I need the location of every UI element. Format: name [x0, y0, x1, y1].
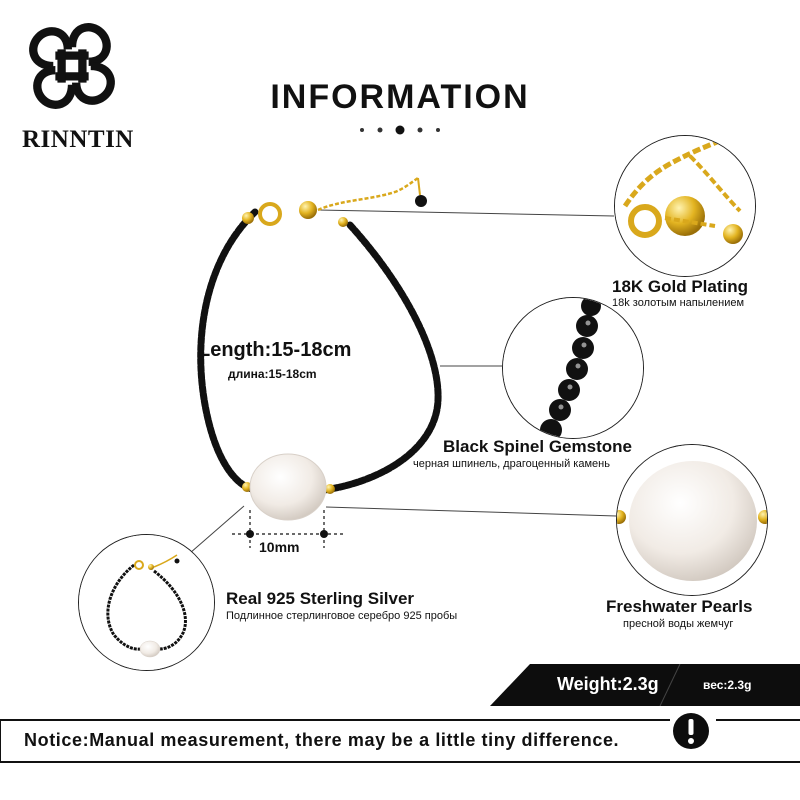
weight-label: Weight:2.3g [557, 674, 659, 694]
sterling-silver-label: Real 925 Sterling Silver [226, 589, 415, 608]
spinel-detail-image [502, 297, 644, 439]
pearl-label: Freshwater Pearls [606, 597, 753, 616]
full-bracelet-image [78, 534, 215, 671]
notice-text: Notice:Manual measurement, there may be … [24, 730, 620, 750]
page-title: INFORMATION [270, 78, 530, 116]
pearl-sublabel: пресной воды жемчуг [623, 618, 734, 630]
sterling-silver-sublabel: Подлинное стерлинговое серебро 925 пробы [226, 610, 458, 622]
brand-name: RINNTIN [22, 126, 134, 153]
exclamation-icon [673, 713, 709, 749]
length-label: Length:15-18cm [198, 339, 352, 361]
pearl-detail-image [616, 444, 768, 596]
brand-logo-icon [29, 23, 115, 109]
spinel-label: Black Spinel Gemstone [443, 437, 632, 456]
pearl-size-label: 10mm [259, 539, 300, 555]
notice-frame [0, 719, 800, 763]
gold-clasp-detail-image [614, 135, 756, 277]
gold-plating-label: 18K Gold Plating [612, 277, 749, 296]
weight-sublabel: вес:2.3g [703, 678, 752, 692]
carousel-dots [360, 125, 440, 135]
length-sublabel: длина:15-18cm [228, 367, 317, 381]
gold-plating-sublabel: 18k золотым напылением [612, 297, 745, 309]
weight-banner [490, 664, 800, 706]
spinel-sublabel: черная шпинель, драгоценный камень [413, 458, 610, 470]
